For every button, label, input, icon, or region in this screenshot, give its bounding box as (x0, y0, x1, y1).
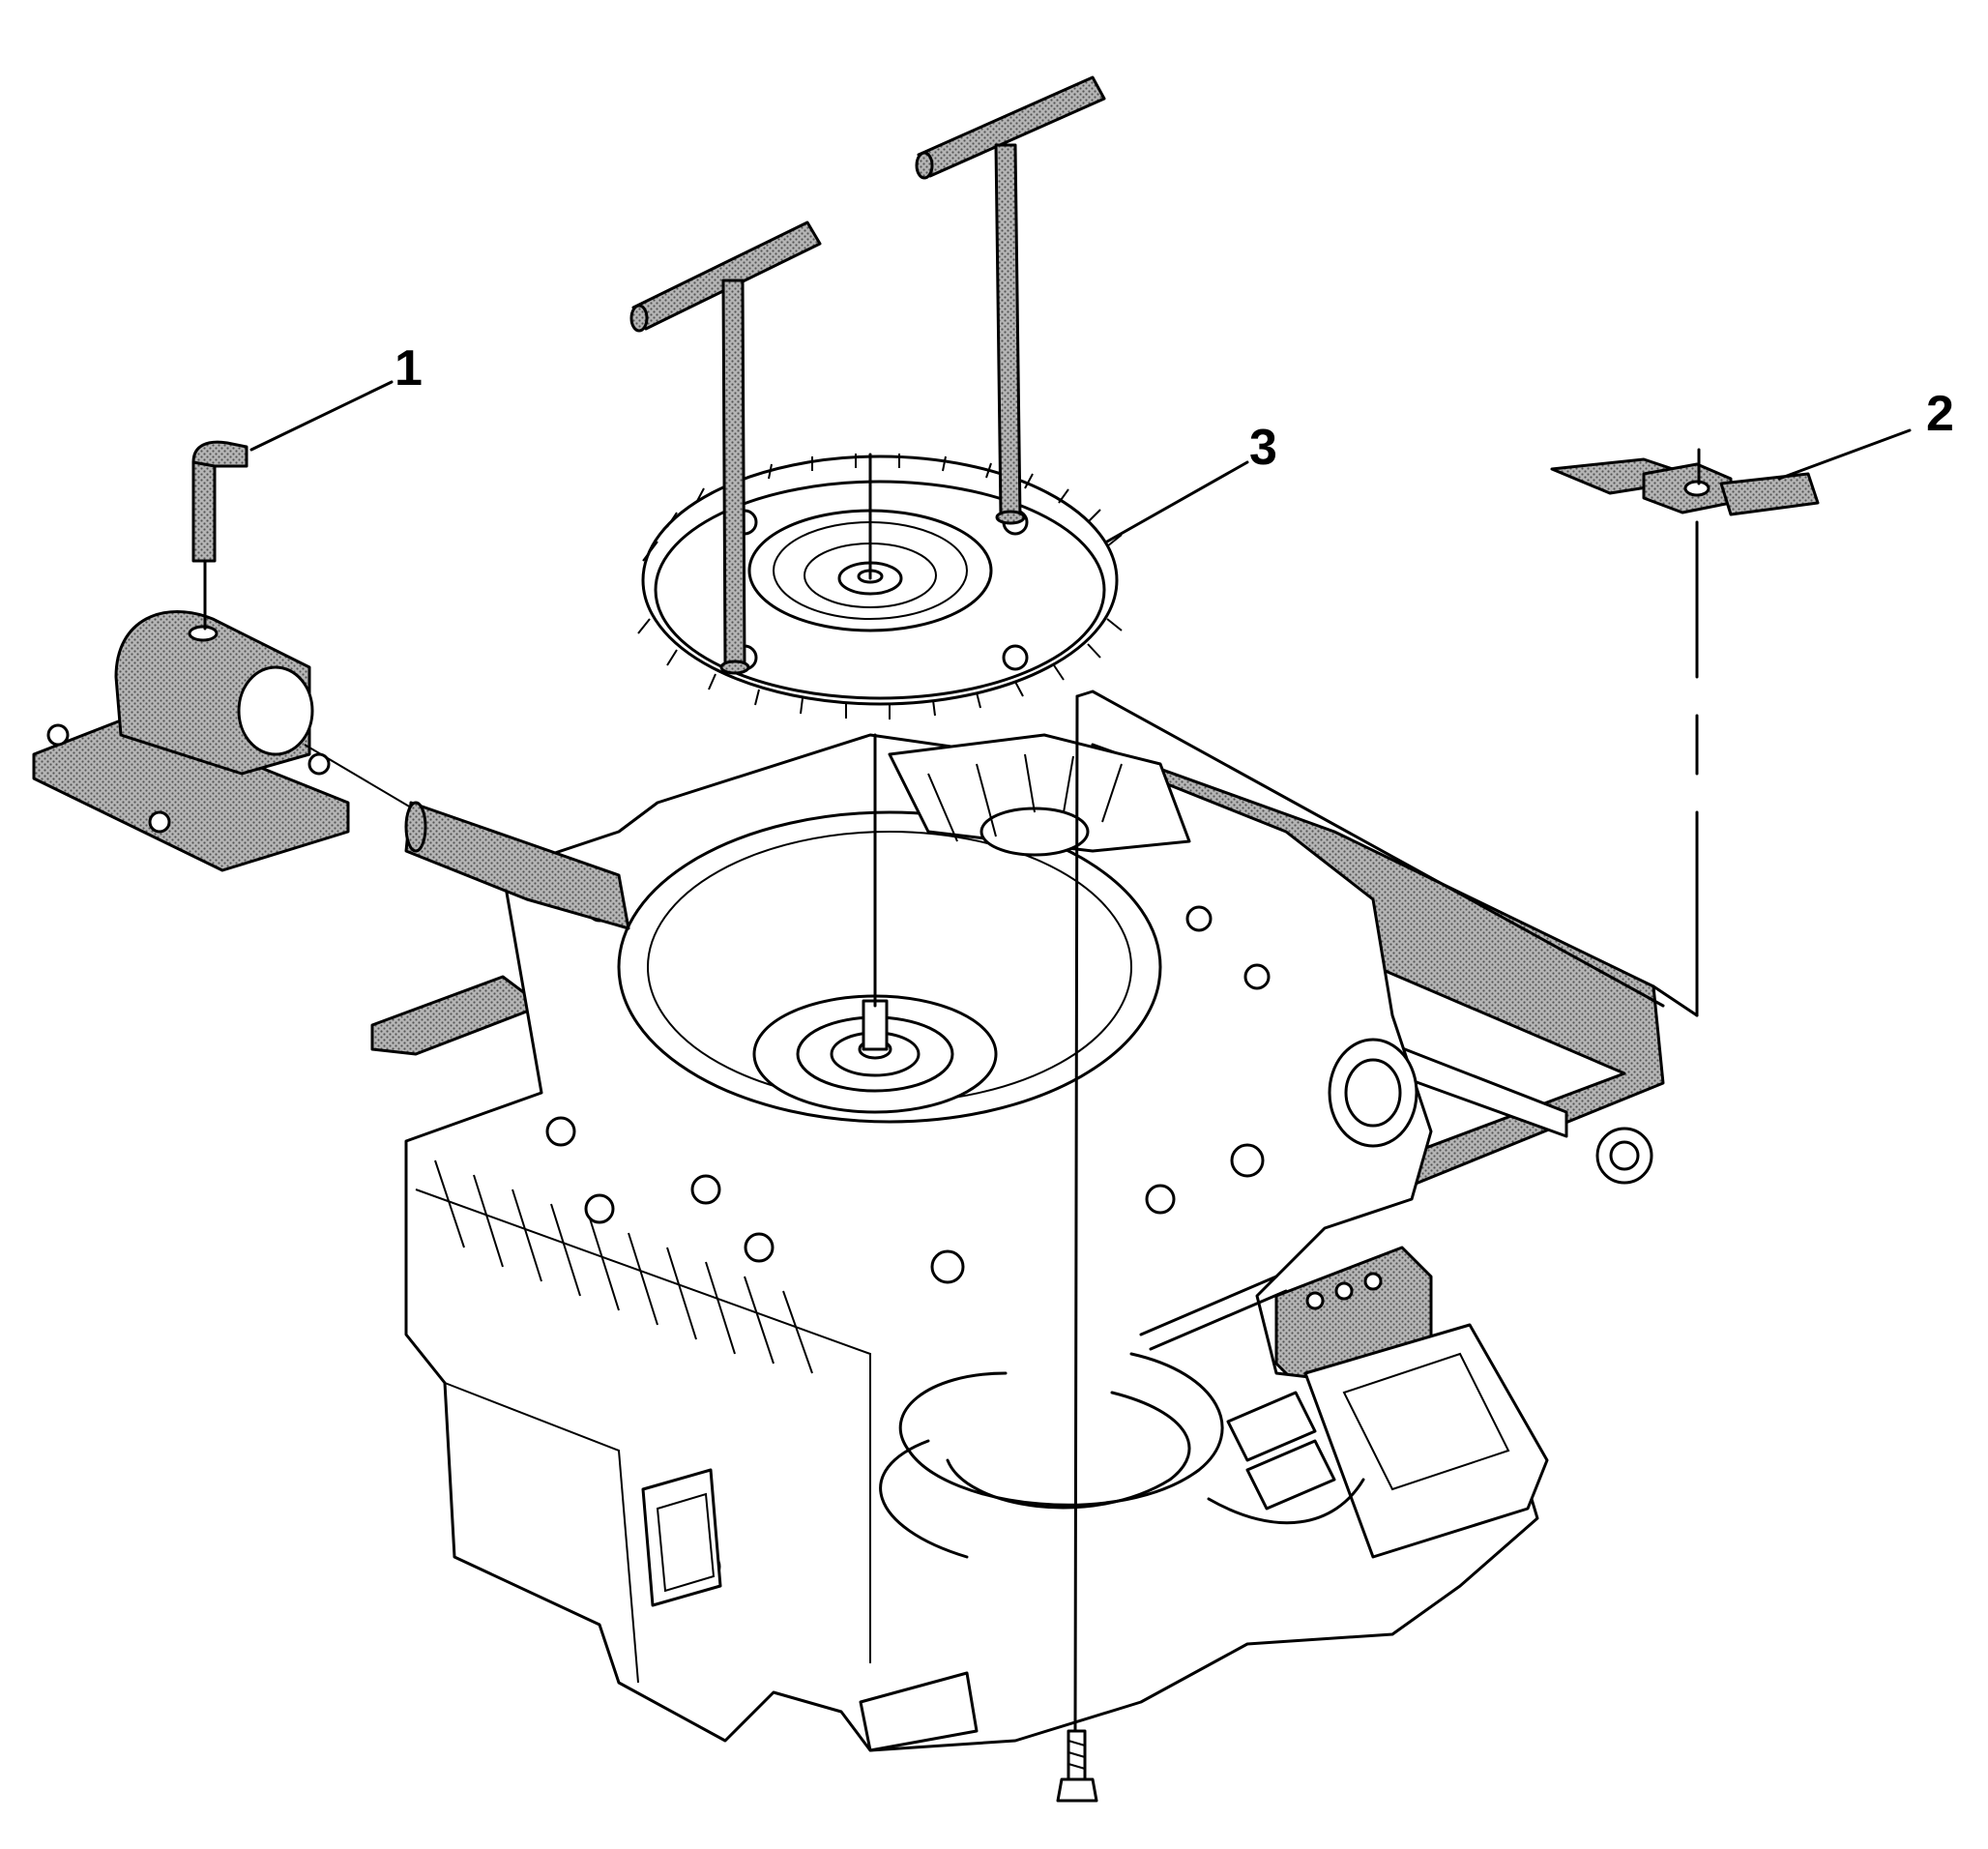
case-bolt (1056, 1729, 1098, 1803)
lift-tool-left (629, 220, 822, 675)
callout-1: 1 (395, 340, 423, 396)
bracket (1550, 448, 1820, 516)
holding-fixture (32, 610, 350, 872)
transmission-assembly (370, 733, 1665, 1752)
alignment-lines (868, 453, 1699, 1733)
wiring-harness (898, 1352, 1224, 1507)
callout-2: 2 (1926, 386, 1954, 442)
bell-housing-opening (617, 810, 1162, 1124)
fixture-adapter (404, 801, 630, 930)
torque-converter (637, 454, 1123, 719)
callout-3: 3 (1249, 420, 1277, 476)
lift-tool-right (915, 75, 1106, 525)
fixture-plate-left (370, 975, 543, 1056)
fixture-pin (191, 440, 248, 631)
